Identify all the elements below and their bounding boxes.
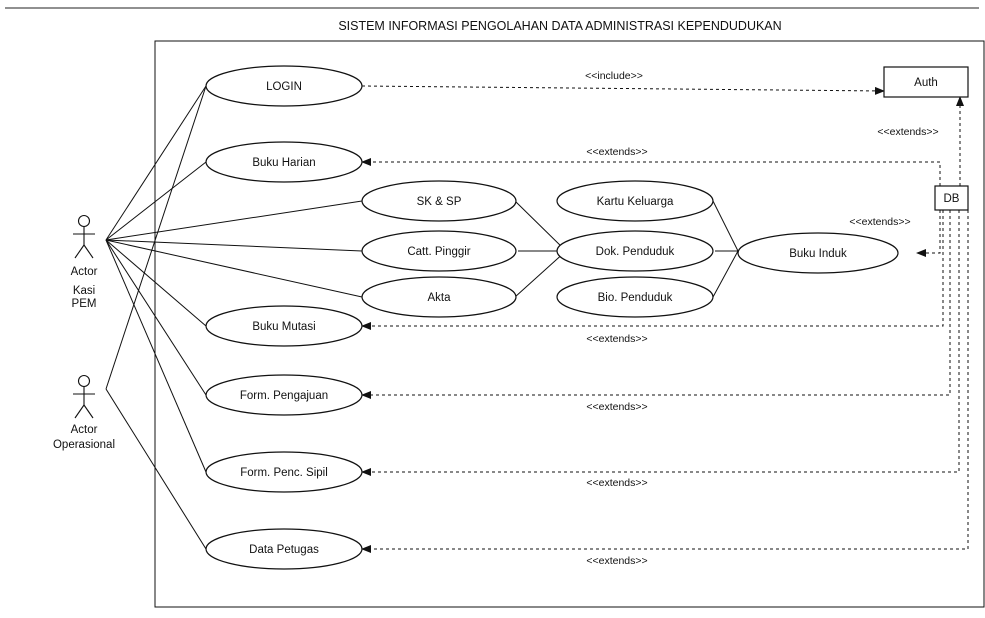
db-box: DB xyxy=(934,185,969,211)
extends-label-form-penc-sipil: <<extends>> xyxy=(586,477,647,489)
auth-box: Auth xyxy=(883,66,969,98)
actor-kasi-pem-label-1: Actor xyxy=(71,266,98,278)
extends-label-data-petugas: <<extends>> xyxy=(586,555,647,567)
use-case-sk-sp-label: SK & SP xyxy=(417,196,462,208)
use-case-catt-pinggir: Catt. Pinggir xyxy=(361,230,517,272)
use-case-data-petugas-label: Data Petugas xyxy=(249,544,319,556)
use-case-form-penc-sipil-label: Form. Penc. Sipil xyxy=(240,467,328,479)
use-case-sk-sp: SK & SP xyxy=(361,180,517,222)
use-case-login: LOGIN xyxy=(205,65,363,107)
actor-operasional-label-1: Actor xyxy=(71,424,98,436)
use-case-form-penc-sipil: Form. Penc. Sipil xyxy=(205,451,363,493)
use-case-kartu-keluarga: Kartu Keluarga xyxy=(556,180,714,222)
use-case-form-pengajuan-label: Form. Pengajuan xyxy=(240,390,328,402)
association-lines xyxy=(105,85,363,550)
use-case-data-petugas: Data Petugas xyxy=(205,528,363,570)
dependency-lines xyxy=(361,85,969,553)
auth-box-label: Auth xyxy=(914,77,938,89)
actor-kasi-pem-label-2: Kasi xyxy=(73,285,95,297)
actor-kasi-pem-label-3: PEM xyxy=(72,298,97,310)
use-case-login-label: LOGIN xyxy=(266,81,302,93)
use-case-buku-mutasi: Buku Mutasi xyxy=(205,305,363,347)
extends-label-auth: <<extends>> xyxy=(877,126,938,138)
use-case-form-pengajuan: Form. Pengajuan xyxy=(205,374,363,416)
actor-operasional-label-2: Operasional xyxy=(53,439,115,451)
use-case-bio-penduduk: Bio. Penduduk xyxy=(556,276,714,318)
diagram-title: SISTEM INFORMASI PENGOLAHAN DATA ADMINIS… xyxy=(338,19,781,33)
use-case-catt-pinggir-label: Catt. Pinggir xyxy=(407,246,470,258)
extends-label-buku-mutasi: <<extends>> xyxy=(586,333,647,345)
use-case-buku-induk-label: Buku Induk xyxy=(789,248,847,260)
use-case-buku-induk: Buku Induk xyxy=(737,232,899,274)
use-case-buku-mutasi-label: Buku Mutasi xyxy=(252,321,315,333)
use-case-akta: Akta xyxy=(361,276,517,318)
extends-label-buku-harian: <<extends>> xyxy=(586,146,647,158)
use-case-bio-penduduk-label: Bio. Penduduk xyxy=(598,292,673,304)
db-box-label: DB xyxy=(944,193,960,205)
use-case-akta-label: Akta xyxy=(427,292,451,304)
actor-kasi-pem-icon xyxy=(73,214,95,259)
extends-label-buku-induk: <<extends>> xyxy=(849,216,910,228)
use-case-dok-penduduk-label: Dok. Penduduk xyxy=(596,246,675,258)
use-case-dok-penduduk: Dok. Penduduk xyxy=(556,230,714,272)
system-boundary xyxy=(154,40,985,608)
actor-operasional-icon xyxy=(73,374,95,419)
structure-lines xyxy=(514,200,739,298)
extends-label-form-pengajuan: <<extends>> xyxy=(586,401,647,413)
use-case-kartu-keluarga-label: Kartu Keluarga xyxy=(597,196,674,208)
use-case-buku-harian: Buku Harian xyxy=(205,141,363,183)
include-label: <<include>> xyxy=(585,70,643,82)
use-case-buku-harian-label: Buku Harian xyxy=(252,157,315,169)
